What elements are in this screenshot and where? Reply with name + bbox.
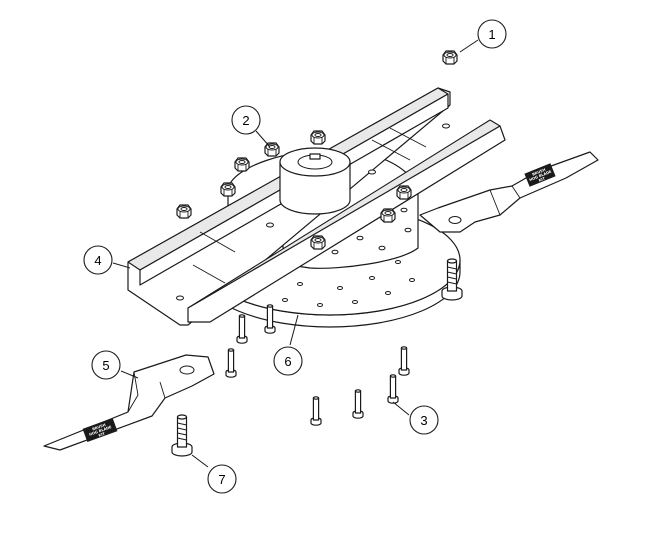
callout-label: 3 — [420, 413, 427, 428]
callout-2: 2 — [231, 105, 261, 135]
carriage-bolt — [236, 314, 248, 344]
callout-4: 4 — [83, 245, 113, 275]
lock-nut — [310, 235, 326, 250]
carriage-bolt — [398, 346, 410, 376]
callout-6: 6 — [273, 346, 303, 376]
lock-nut — [264, 142, 280, 157]
callout-1: 1 — [477, 19, 507, 49]
lock-nut — [310, 130, 326, 145]
lock-nut — [396, 185, 412, 200]
carriage-bolt — [352, 389, 364, 419]
callout-label: 4 — [94, 253, 101, 268]
decal-line-1: BRUSH — [92, 423, 107, 432]
decal-line-2: HOG BLADE — [89, 425, 113, 437]
callout-5: 5 — [91, 350, 121, 380]
carriage-bolt — [310, 396, 322, 426]
callout-label: 7 — [218, 472, 225, 487]
decal-line-3: KIT — [538, 176, 546, 182]
decal-line-1: BRUSH — [532, 168, 547, 177]
leader-lines — [112, 39, 479, 468]
blade-left-decal: BRUSH HOG BLADE KIT — [82, 417, 118, 443]
carriage-bolt — [225, 348, 237, 378]
lock-nut-spare — [442, 50, 458, 65]
lock-nut — [176, 204, 192, 219]
callout-3: 3 — [409, 405, 439, 435]
lock-nut — [234, 157, 250, 172]
carriage-bolt — [387, 374, 399, 404]
callout-label: 2 — [242, 113, 249, 128]
lock-nut — [380, 208, 396, 223]
decal-line-3: KIT — [98, 432, 106, 438]
hub — [279, 147, 351, 215]
lock-nut — [220, 182, 236, 197]
blade-right: BRUSH HOG BLADE KIT — [419, 151, 599, 233]
blade-right-decal: BRUSH HOG BLADE KIT — [524, 163, 556, 187]
callout-7: 7 — [207, 464, 237, 494]
callout-label: 1 — [488, 27, 495, 42]
callout-label: 5 — [102, 358, 109, 373]
blade: BRUSH HOG BLADE KIT — [43, 354, 215, 451]
callout-label: 6 — [284, 354, 291, 369]
blade-bolt — [171, 414, 193, 457]
